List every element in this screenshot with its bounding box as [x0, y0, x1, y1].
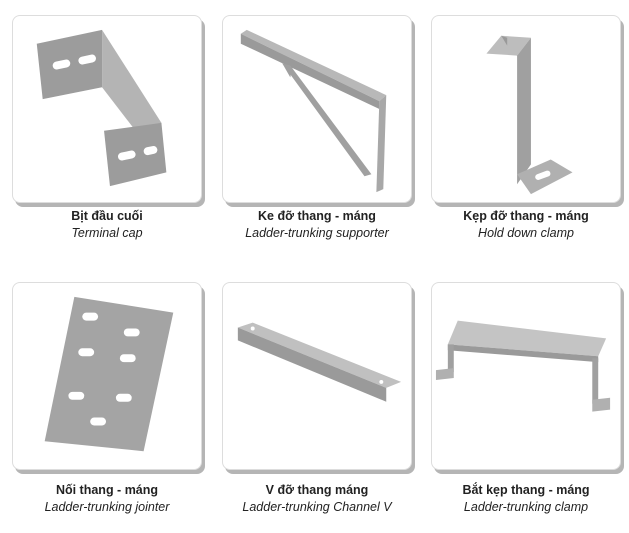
- product-name-en: Ladder-trunking supporter: [245, 226, 389, 240]
- product-name-en: Ladder-trunking jointer: [44, 500, 170, 514]
- product-name-en: Hold down clamp: [478, 226, 574, 240]
- product-name-vi: V đỡ thang máng: [265, 483, 369, 497]
- product-caption: Kẹp đỡ thang - máng Hold down clamp: [421, 208, 629, 242]
- product-card-jointer[interactable]: [12, 282, 202, 470]
- product-caption: Nối thang - máng Ladder-trunking jointer: [2, 482, 212, 516]
- product-name-vi: Nối thang - máng: [55, 483, 159, 497]
- product-caption: V đỡ thang máng Ladder-trunking Channel …: [212, 482, 422, 516]
- product-name-vi: Bắt kẹp thang - máng: [462, 483, 590, 497]
- product-card-hold-down-clamp[interactable]: [431, 15, 621, 203]
- product-card-clamp[interactable]: [431, 282, 621, 470]
- clamp-image: [435, 320, 611, 412]
- hold-down-clamp-image: [486, 35, 573, 195]
- supporter-image: [240, 29, 387, 193]
- product-name-en: Ladder-trunking Channel V: [242, 500, 392, 514]
- product-name-vi: Ke đỡ thang - máng: [258, 209, 376, 223]
- product-caption: Bịt đầu cuối Terminal cap: [2, 208, 212, 242]
- terminal-cap-image: [36, 29, 167, 187]
- product-card-terminal-cap[interactable]: [12, 15, 202, 203]
- product-name-vi: Bịt đầu cuối: [71, 209, 143, 223]
- product-card-channel-v[interactable]: [222, 282, 412, 470]
- product-name-en: Terminal cap: [71, 226, 143, 240]
- product-name-vi: Kẹp đỡ thang - máng: [463, 209, 589, 223]
- product-caption: Ke đỡ thang - máng Ladder-trunking suppo…: [212, 208, 422, 242]
- product-name-en: Ladder-trunking clamp: [463, 500, 589, 514]
- product-caption: Bắt kẹp thang - máng Ladder-trunking cla…: [421, 482, 629, 516]
- channel-v-image: [237, 322, 402, 402]
- product-card-supporter[interactable]: [222, 15, 412, 203]
- jointer-image: [44, 296, 174, 452]
